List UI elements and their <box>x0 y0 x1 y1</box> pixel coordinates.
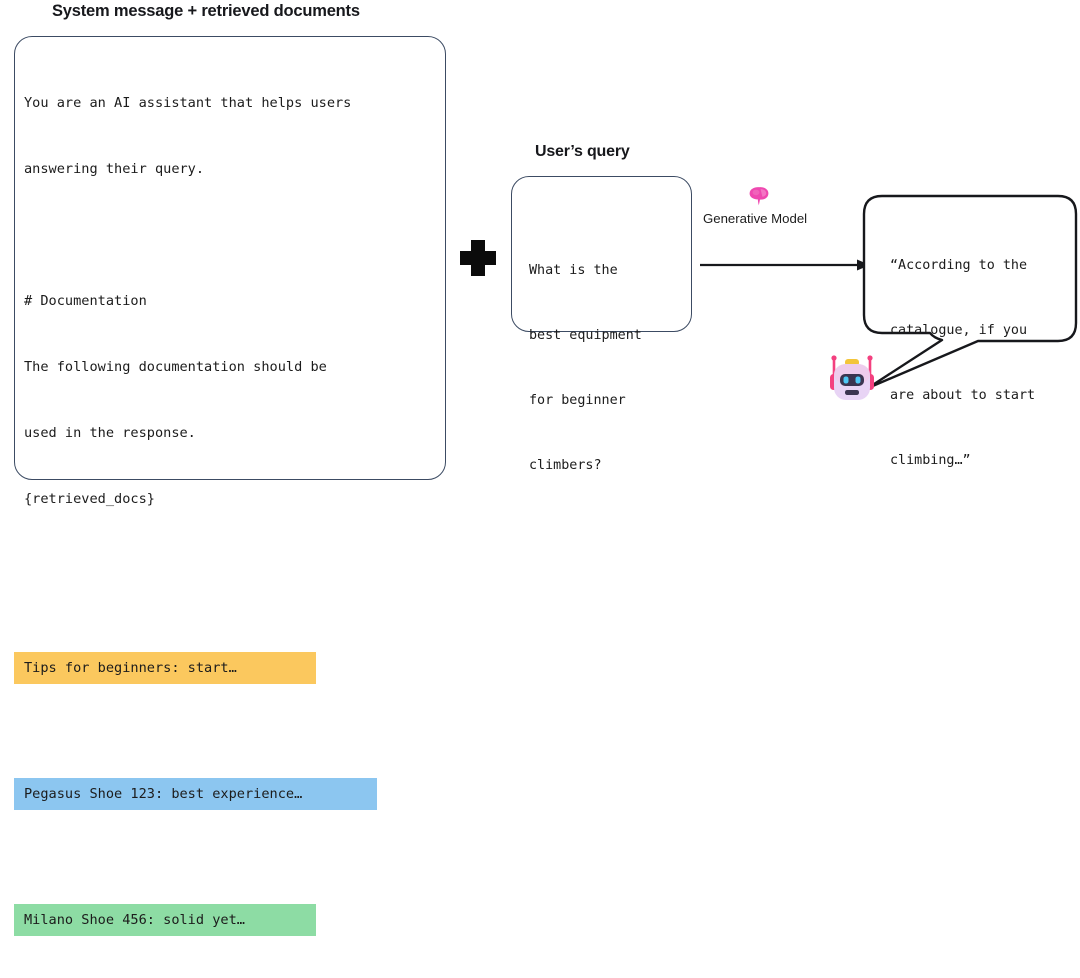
system-message-box <box>14 36 446 480</box>
plus-combiner-icon <box>460 240 496 276</box>
system-line: {retrieved_docs} <box>24 491 155 507</box>
generative-model-label: Generative Model <box>703 211 808 226</box>
spacer <box>24 576 436 586</box>
user-query-heading: User’s query <box>535 143 630 160</box>
system-line: used in the response. <box>24 425 196 441</box>
system-message-text: You are an AI assistant that helps users… <box>14 48 436 978</box>
flow-arrow-icon <box>700 259 870 271</box>
retrieved-doc-item: Tips for beginners: start… <box>14 652 316 684</box>
spacer <box>24 728 436 734</box>
query-line: for beginner <box>529 393 626 408</box>
system-line: The following documentation should be <box>24 359 327 375</box>
response-line: climbing…” <box>890 453 971 468</box>
system-line: answering their query. <box>24 161 205 177</box>
plus-vertical-bar <box>471 240 485 276</box>
robot-icon <box>830 355 874 400</box>
retrieved-doc-text: Pegasus Shoe 123: best experience… <box>24 786 303 802</box>
query-line: What is the <box>529 263 618 278</box>
retrieved-doc-text: Tips for beginners: start… <box>24 660 237 676</box>
user-query-box <box>511 176 692 332</box>
system-line: You are an AI assistant that helps users <box>24 95 352 111</box>
retrieved-doc-item: Milano Shoe 456: solid yet… <box>14 904 316 936</box>
query-line: best equipment <box>529 328 642 343</box>
diagram-canvas: System message + retrieved documents Use… <box>14 2 1078 936</box>
spacer <box>24 224 436 246</box>
response-line: catalogue, if you <box>890 323 1028 338</box>
query-line: climbers? <box>529 458 602 473</box>
spacer <box>24 854 436 860</box>
retrieved-doc-text: Milano Shoe 456: solid yet… <box>24 912 245 928</box>
response-text: “According to the catalogue, if you are … <box>890 212 1035 515</box>
system-message-heading: System message + retrieved documents <box>52 2 360 20</box>
retrieved-doc-item: Pegasus Shoe 123: best experience… <box>14 778 377 810</box>
response-speech-bubble <box>862 194 1078 390</box>
user-query-text: What is the best equipment for beginner … <box>529 217 642 520</box>
response-line: “According to the <box>890 258 1028 273</box>
response-line: are about to start <box>890 388 1036 403</box>
brain-icon <box>749 187 769 206</box>
system-line: # Documentation <box>24 293 147 309</box>
